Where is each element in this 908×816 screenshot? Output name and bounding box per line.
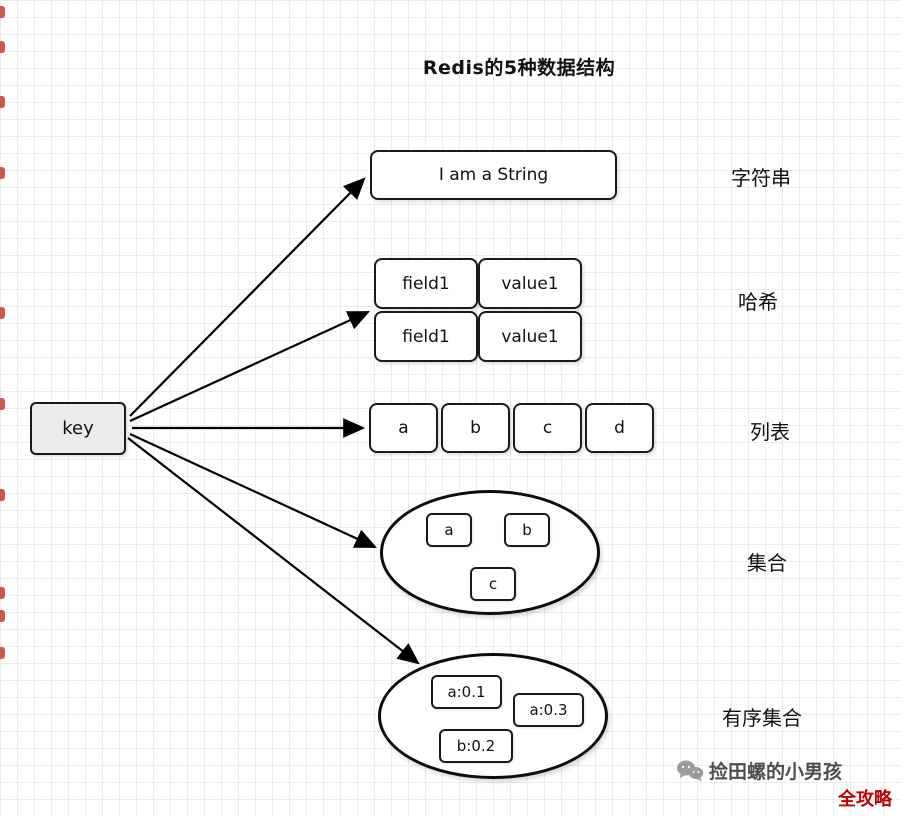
list-cell: d xyxy=(585,403,654,453)
hash-value-cell: value1 xyxy=(478,311,582,362)
arrow-key-to-zset xyxy=(127,437,420,665)
label-set: 集合 xyxy=(747,551,787,575)
key-node: key xyxy=(30,402,126,455)
edge-artifact xyxy=(0,610,5,622)
watermark-author: 捡田螺的小男孩 xyxy=(709,761,843,783)
list-cell: b xyxy=(441,403,510,453)
label-string: 字符串 xyxy=(731,166,791,190)
string-node: I am a String xyxy=(370,150,617,200)
watermark: 捡田螺的小男孩 xyxy=(676,757,842,784)
set-member: b xyxy=(504,513,550,547)
list-cell: a xyxy=(369,403,438,453)
label-list: 列表 xyxy=(750,420,790,444)
edge-artifact xyxy=(0,398,5,410)
edge-artifact xyxy=(0,41,5,53)
page-margin xyxy=(901,0,908,816)
edge-artifact xyxy=(0,6,5,18)
wechat-bubbles-icon xyxy=(677,760,704,781)
zset-member: a:0.1 xyxy=(431,675,502,709)
hash-field-cell: field1 xyxy=(374,258,478,309)
edge-artifact xyxy=(0,647,5,659)
arrow-key-to-hash xyxy=(129,310,371,423)
label-zset: 有序集合 xyxy=(722,706,802,730)
zset-member: a:0.3 xyxy=(513,693,584,727)
hash-field-cell: field1 xyxy=(374,311,478,362)
edge-artifact xyxy=(0,167,5,179)
list-cell: c xyxy=(513,403,582,453)
diagram-title: Redis的5种数据结构 xyxy=(422,57,616,79)
set-member: a xyxy=(426,513,472,547)
edge-artifact xyxy=(0,96,5,108)
arrow-key-to-set xyxy=(129,433,377,548)
hash-value-cell: value1 xyxy=(478,258,582,309)
edge-artifact xyxy=(0,587,5,599)
zset-member: b:0.2 xyxy=(439,729,513,763)
arrow-key-to-string xyxy=(129,177,366,417)
label-hash: 哈希 xyxy=(738,290,778,314)
set-member: c xyxy=(470,567,516,601)
edge-artifact xyxy=(0,489,5,501)
edge-artifact xyxy=(0,307,5,319)
watermark-badge: 全攻略 xyxy=(838,789,892,810)
zset-ellipse: a:0.1 a:0.3 b:0.2 xyxy=(378,653,608,779)
set-ellipse: a b c xyxy=(380,490,600,615)
